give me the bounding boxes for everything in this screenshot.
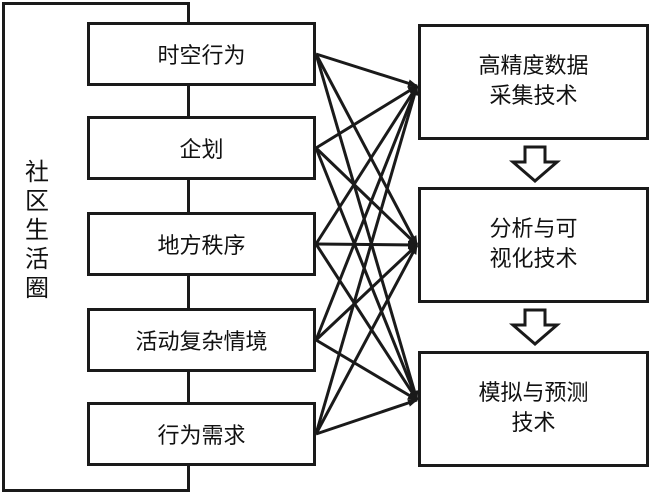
frame-connector-top — [187, 2, 190, 24]
flow-arrow-down-2 — [508, 308, 562, 346]
factor-label: 活动复杂情境 — [135, 330, 268, 355]
connection-arrow-3-to-1 — [314, 85, 419, 245]
tech-label-line2: 视化技术 — [489, 247, 578, 272]
outer-label-text: 社区生活圈 — [25, 158, 49, 302]
connection-arrow-1-to-1 — [315, 52, 418, 88]
connection-arrow-4-to-1 — [314, 85, 419, 341]
connection-arrow-5-to-3 — [315, 398, 418, 436]
connection-arrow-1-to-2 — [314, 53, 419, 246]
connection-arrow-5-to-2 — [314, 244, 419, 435]
tech-box-data-collection: 高精度数据 采集技术 — [418, 24, 649, 140]
connection-arrow-1-to-3 — [314, 53, 419, 401]
frame-connector-2 — [187, 180, 190, 212]
factor-box-behavior-demand: 行为需求 — [87, 402, 316, 466]
frame-connector-1 — [187, 86, 190, 116]
factor-box-place-order: 地方秩序 — [87, 212, 316, 276]
factor-box-activity-context: 活动复杂情境 — [87, 308, 316, 372]
frame-connector-4 — [187, 372, 190, 402]
factor-label: 企划 — [179, 138, 224, 163]
connection-arrow-3-to-3 — [314, 243, 419, 401]
tech-box-analysis-visualization: 分析与可 视化技术 — [418, 187, 649, 303]
factor-box-planning: 企划 — [87, 116, 316, 180]
community-life-circle-frame — [2, 2, 187, 492]
connection-arrow-4-to-2 — [314, 243, 419, 342]
connection-arrow-4-to-3 — [315, 338, 418, 402]
tech-label-line2: 采集技术 — [489, 84, 578, 109]
factor-label: 时空行为 — [157, 44, 246, 69]
frame-connector-bottom — [187, 466, 190, 492]
connection-arrow-5-to-1 — [314, 85, 419, 435]
tech-box-simulation-prediction: 模拟与预测 技术 — [418, 351, 649, 467]
tech-label-line1: 分析与可 — [489, 217, 578, 242]
tech-label-line1: 模拟与预测 — [478, 381, 589, 406]
connection-arrow-2-to-3 — [314, 147, 419, 401]
community-life-circle-label: 社区生活圈 — [22, 158, 52, 303]
tech-label-line2: 技术 — [511, 411, 556, 436]
factor-label: 行为需求 — [157, 424, 246, 449]
frame-connector-3 — [187, 276, 190, 308]
factor-label: 地方秩序 — [157, 234, 246, 259]
factor-box-spatiotemporal-behavior: 时空行为 — [87, 22, 316, 86]
connection-arrow-2-to-2 — [314, 146, 419, 247]
tech-label-line1: 高精度数据 — [478, 54, 589, 79]
flow-arrow-down-1 — [508, 145, 562, 183]
connection-arrow-2-to-1 — [315, 84, 418, 150]
connection-arrow-3-to-2 — [315, 240, 418, 249]
